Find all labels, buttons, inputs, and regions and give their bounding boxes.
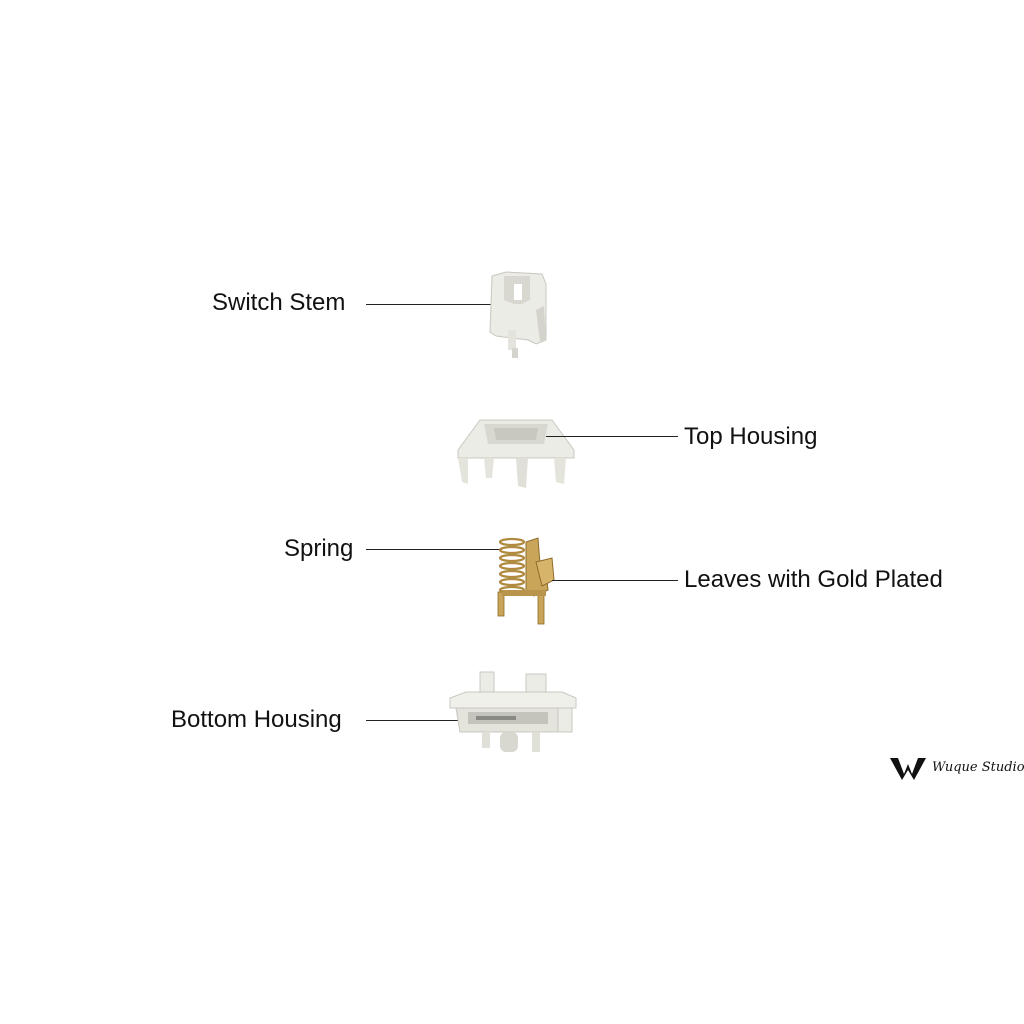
leader-top-housing: [546, 436, 678, 437]
brand-name: Wuque Studio: [932, 760, 1024, 775]
label-top-housing: Top Housing: [684, 423, 818, 450]
leader-spring: [366, 549, 502, 550]
bottom-housing-part: [449, 671, 577, 752]
spring-and-leaves-part: [497, 537, 555, 625]
brand-mark: Wuque Studio: [890, 754, 1024, 784]
wuque-w-logo-icon: [890, 758, 926, 780]
label-spring: Spring: [284, 535, 354, 562]
top-housing-part: [457, 419, 575, 488]
leader-leaves: [552, 580, 678, 581]
switch-stem-part: [489, 271, 547, 358]
leader-switch-stem: [366, 304, 498, 305]
label-switch-stem: Switch Stem: [212, 289, 346, 316]
leader-bottom-housing: [366, 720, 506, 721]
label-bottom-housing: Bottom Housing: [171, 706, 342, 733]
label-leaves: Leaves with Gold Plated: [684, 566, 943, 593]
